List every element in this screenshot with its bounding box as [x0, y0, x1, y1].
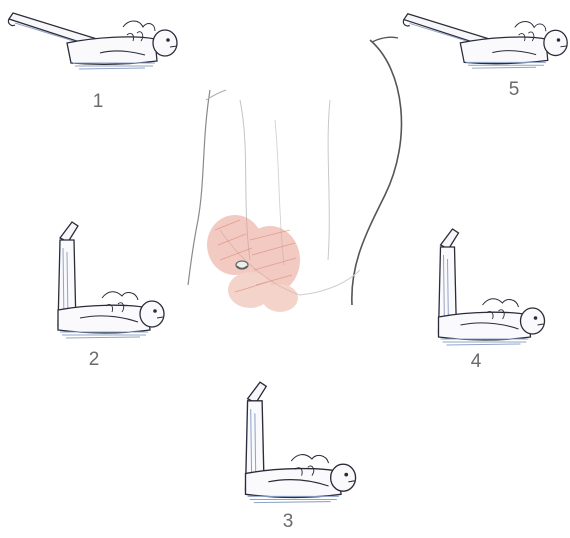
abdomen-torso-illustration — [180, 30, 420, 340]
lying-woman-leg-raise-figure-5 — [400, 5, 570, 75]
lying-woman-vertical-leg-figure-4 — [428, 225, 553, 355]
step-number-1: 1 — [86, 92, 110, 111]
lying-woman-vertical-leg-figure-3 — [232, 378, 367, 513]
step-number-4: 4 — [464, 352, 488, 371]
lying-woman-vertical-leg-figure-2 — [50, 218, 170, 348]
step-number-2: 2 — [82, 350, 106, 369]
lying-woman-leg-raise-figure-1 — [5, 5, 185, 75]
step-number-3: 3 — [276, 512, 300, 531]
step-number-5: 5 — [502, 80, 526, 99]
